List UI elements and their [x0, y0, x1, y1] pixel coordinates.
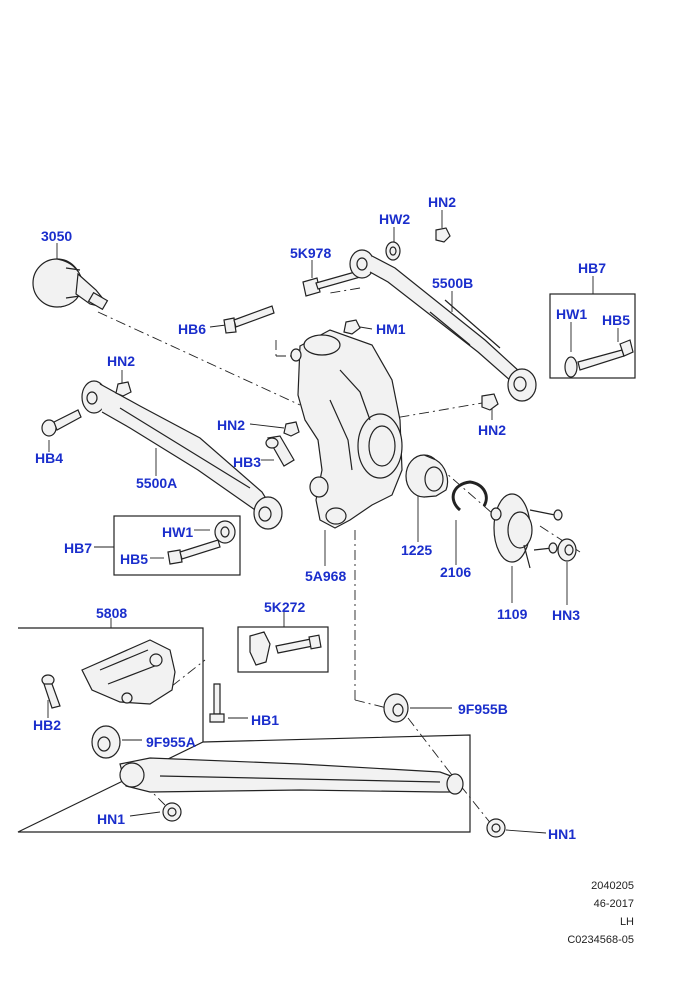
callout-hw2[interactable]: HW2	[379, 211, 411, 227]
nut-hn3	[557, 538, 577, 562]
hw1-hb5-lower	[167, 520, 236, 565]
nut-hn1-right	[486, 818, 506, 838]
callout-hb2[interactable]: HB2	[33, 717, 62, 733]
washer-hw2	[385, 241, 401, 261]
footer-side: LH	[619, 916, 634, 928]
5808-group-box	[17, 627, 471, 833]
callout-5k272[interactable]: 5K272	[264, 599, 306, 615]
5k272-group-box	[237, 626, 329, 673]
hub-1109	[490, 493, 563, 569]
nut-hn2-mid	[283, 421, 300, 437]
callout-hb7-upper[interactable]: HB7	[578, 260, 607, 276]
bracket-5808	[81, 639, 176, 705]
callout-9f955a[interactable]: 9F955A	[146, 734, 196, 750]
callout-hb6[interactable]: HB6	[178, 321, 207, 337]
hb7-upper-group-box	[549, 293, 636, 379]
callout-hw1-lower[interactable]: HW1	[162, 524, 194, 540]
bush-9f955b	[383, 693, 409, 723]
callout-hb1[interactable]: HB1	[251, 712, 280, 728]
nut-hn2-right	[481, 393, 499, 411]
callout-hn1-left[interactable]: HN1	[97, 811, 126, 827]
callout-hb3[interactable]: HB3	[233, 454, 262, 470]
callout-hw1-upper[interactable]: HW1	[556, 306, 588, 322]
drive-shaft-3050	[32, 258, 109, 311]
clip-2106	[451, 480, 488, 512]
lower-arm-5500a	[81, 380, 283, 530]
bolt-hb2	[41, 674, 61, 709]
callout-5500a[interactable]: 5500A	[136, 475, 178, 491]
bolt-hb1	[209, 683, 225, 723]
hb7-lower-group-box	[113, 515, 241, 576]
callout-hm1[interactable]: HM1	[376, 321, 406, 337]
trailing-arm	[119, 757, 464, 795]
bush-9f955a	[91, 725, 121, 759]
callout-hn2-right[interactable]: HN2	[478, 422, 507, 438]
callout-hn1-right[interactable]: HN1	[548, 826, 577, 842]
callout-5k978[interactable]: 5K978	[290, 245, 332, 261]
callout-hn2-mid[interactable]: HN2	[217, 417, 246, 433]
callout-5808[interactable]: 5808	[96, 605, 128, 621]
callout-hb5-upper[interactable]: HB5	[602, 312, 631, 328]
callout-hb5-lower[interactable]: HB5	[120, 551, 149, 567]
callout-3050[interactable]: 3050	[41, 228, 73, 244]
callout-5a968[interactable]: 5A968	[305, 568, 347, 584]
callout-hn3[interactable]: HN3	[552, 607, 581, 623]
bolt-hb4	[41, 409, 82, 437]
callout-9f955b[interactable]: 9F955B	[458, 701, 508, 717]
callout-hb7-lower[interactable]: HB7	[64, 540, 93, 556]
bolt-5k978	[302, 269, 365, 297]
nut-hn2-left	[115, 381, 132, 397]
footer-date-code: 46-2017	[593, 898, 634, 910]
bracket-5k272	[249, 631, 322, 666]
bolt-hb6	[223, 305, 275, 334]
callout-1109[interactable]: 1109	[497, 606, 528, 622]
callout-5500b[interactable]: 5500B	[432, 275, 474, 291]
footer-illustration-id: C0234568-05	[567, 934, 634, 946]
callout-hn2-left[interactable]: HN2	[107, 353, 136, 369]
bolt-hb3	[265, 435, 295, 467]
callout-2106[interactable]: 2106	[440, 564, 472, 580]
footer-ref-number: 2040205	[591, 880, 634, 892]
nut-hm1	[343, 319, 361, 335]
callout-hb4[interactable]: HB4	[35, 450, 64, 466]
bearing-1225	[405, 454, 449, 498]
callout-hn2-top[interactable]: HN2	[428, 194, 457, 210]
upper-arm-5500b	[349, 249, 537, 402]
knuckle-5a968	[290, 329, 403, 529]
hw1-hb5-upper	[564, 339, 634, 378]
nut-hn2-top	[435, 227, 451, 243]
nut-hn1-left	[162, 802, 182, 822]
callout-1225[interactable]: 1225	[401, 542, 433, 558]
